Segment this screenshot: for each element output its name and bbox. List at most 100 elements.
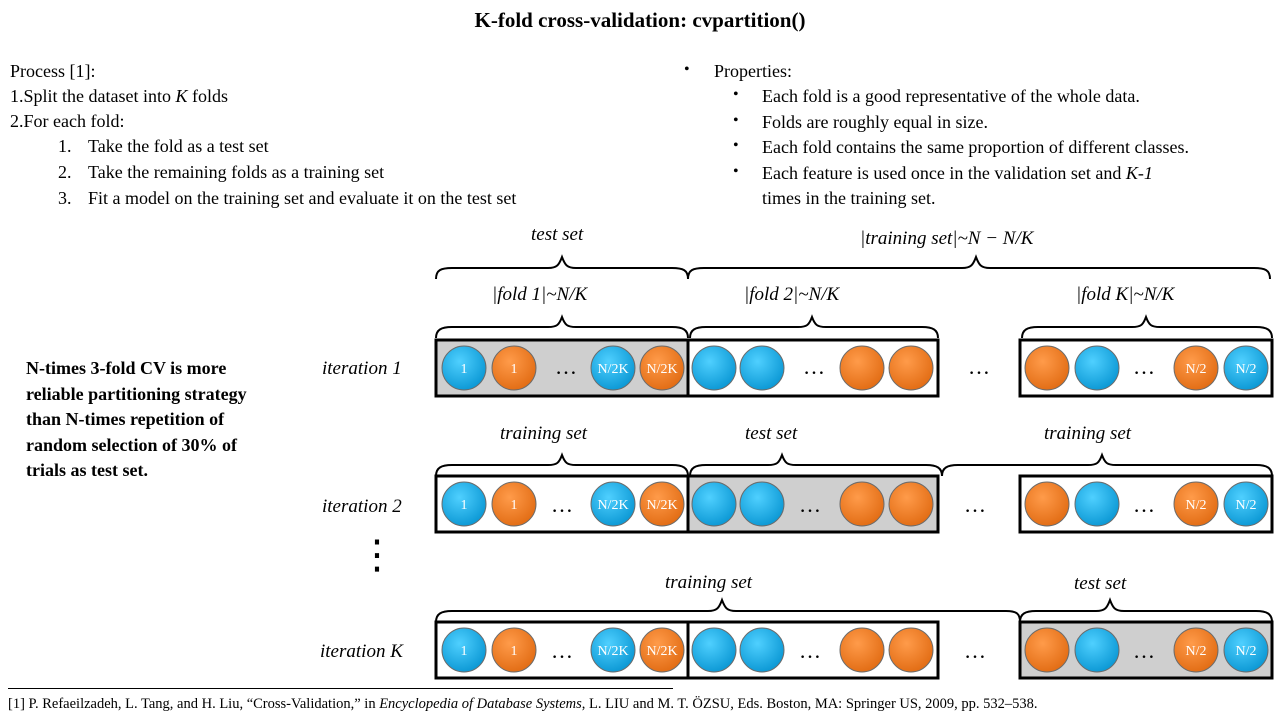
iter2-ellipsis-4: …: [1133, 492, 1155, 517]
reference-part1: [1] P. Refaeilzadeh, L. Tang, and H. Liu…: [8, 696, 380, 712]
iterk-ellipsis-4: …: [1133, 638, 1155, 663]
blue-ball-r3-3: [590, 627, 636, 673]
property-bullet-1: •: [733, 86, 739, 103]
iterk-ellipsis-3: …: [964, 638, 986, 663]
iter1-ellipsis-1: …: [555, 354, 577, 379]
blue-ball-r1-5: [691, 345, 737, 391]
orange-ball-r1-4: [639, 345, 685, 391]
iterk-label-test: test set: [1074, 573, 1127, 594]
brace-iter2-train-left: [435, 452, 689, 477]
ball-label-r2-1: 1: [461, 498, 468, 513]
orange-ball-r2-9: [1024, 481, 1070, 527]
iter2-ellipsis-1: …: [551, 492, 573, 517]
process-step-1: 1.Split the dataset into K folds: [10, 84, 228, 108]
substep-text-3: Fit a model on the training set and eval…: [88, 188, 517, 208]
substep-num-2: 2.: [58, 162, 72, 182]
iteration-1-label: iteration 1: [322, 358, 402, 379]
blue-ball-r3-1: [441, 627, 487, 673]
ball-label-r2-3: N/2K: [597, 498, 628, 513]
iter2-ellipsis-3: …: [964, 492, 986, 517]
property-4-k: K-1: [1125, 163, 1153, 183]
ball-label-r2-11: N/2: [1186, 498, 1207, 513]
ball-label-r2-4: N/2K: [646, 498, 677, 513]
properties-heading: Properties:: [714, 61, 792, 81]
orange-ball-r1-11: [1173, 345, 1219, 391]
property-4-part1: Each feature is used once in the validat…: [762, 163, 1126, 183]
orange-ball-r2-7: [839, 481, 885, 527]
orange-ball-r3-11: [1173, 627, 1219, 673]
iteration-k-label: iteration K: [320, 641, 404, 662]
brace-fold-k: [1021, 314, 1273, 339]
process-step-2: 2.For each fold:: [10, 111, 125, 131]
property-item-2: Folds are roughly equal in size.: [762, 112, 988, 132]
reference-part2: , L. LIU and M. T. ÖZSU, Eds. Boston, MA…: [581, 696, 1038, 712]
orange-ball-r1-8: [888, 345, 934, 391]
top-test-label: test set: [531, 224, 584, 245]
orange-ball-r3-2: [491, 627, 537, 673]
iter1-ellipsis-2: …: [803, 354, 825, 379]
brace-iterk-test: [1019, 597, 1273, 623]
brace-fold-2: [689, 314, 939, 339]
ball-label-r1-1: 1: [461, 362, 468, 377]
blue-ball-r2-3: [590, 481, 636, 527]
blue-ball-r2-12: [1223, 481, 1269, 527]
properties-bullet: •: [684, 61, 690, 78]
ball-label-r1-2: 1: [511, 362, 518, 377]
reference-divider: [8, 688, 673, 689]
top-train-label: |training set|~N − N/K: [860, 228, 1035, 249]
property-item-4: Each feature is used once in the validat…: [762, 161, 1153, 185]
step1-suffix: folds: [187, 86, 228, 106]
ball-label-r2-2: 1: [511, 498, 518, 513]
blue-ball-r3-12: [1223, 627, 1269, 673]
orange-ball-r3-8: [888, 627, 934, 673]
orange-ball-r2-2: [491, 481, 537, 527]
orange-ball-r1-2: [491, 345, 537, 391]
ball-label-r3-4: N/2K: [646, 644, 677, 659]
blue-ball-r1-6: [739, 345, 785, 391]
iterk-label-train: training set: [665, 572, 753, 593]
iter2-label-train-right: training set: [1044, 423, 1132, 444]
ball-label-r3-3: N/2K: [597, 644, 628, 659]
blue-ball-r2-6: [739, 481, 785, 527]
reference-journal: Encyclopedia of Database Systems: [379, 696, 582, 712]
reference: [1] P. Refaeilzadeh, L. Tang, and H. Liu…: [8, 696, 1038, 713]
ball-label-r3-1: 1: [461, 644, 468, 659]
blue-ball-r2-1: [441, 481, 487, 527]
ball-label-r1-12: N/2: [1236, 362, 1257, 377]
brace-training-set: [687, 254, 1271, 280]
orange-ball-r1-7: [839, 345, 885, 391]
iter2-ellipsis-2: …: [799, 492, 821, 517]
ball-label-r3-12: N/2: [1236, 644, 1257, 659]
vertical-ellipsis: ⋮: [357, 532, 397, 578]
blue-ball-r2-10: [1074, 481, 1120, 527]
orange-ball-r2-11: [1173, 481, 1219, 527]
step1-k: K: [175, 86, 188, 106]
property-bullet-3: •: [733, 137, 739, 154]
orange-ball-r2-8: [888, 481, 934, 527]
ball-label-r2-12: N/2: [1236, 498, 1257, 513]
substep-text-2: Take the remaining folds as a training s…: [88, 162, 385, 182]
page-title: K-fold cross-validation: cvpartition(): [474, 8, 806, 32]
orange-ball-r1-9: [1024, 345, 1070, 391]
blue-ball-r3-10: [1074, 627, 1120, 673]
iterk-ellipsis-2: …: [799, 638, 821, 663]
blue-ball-r1-3: [590, 345, 636, 391]
fold-1-label: |fold 1|~N/K: [492, 284, 588, 305]
orange-ball-r3-7: [839, 627, 885, 673]
iteration-2-label: iteration 2: [322, 496, 402, 517]
cv-note: N-times 3-fold CV is more reliable parti…: [26, 358, 247, 480]
orange-ball-r2-4: [639, 481, 685, 527]
property-bullet-2: •: [733, 112, 739, 129]
orange-ball-r3-4: [639, 627, 685, 673]
iter2-label-train-left: training set: [500, 423, 588, 444]
step1-prefix: 1.Split the dataset into: [10, 86, 176, 106]
brace-iterk-train: [435, 597, 1021, 623]
blue-ball-r3-6: [739, 627, 785, 673]
iter1-ellipsis-3: …: [968, 354, 990, 379]
ball-label-r1-3: N/2K: [597, 362, 628, 377]
brace-iter2-test: [689, 452, 943, 477]
ball-label-r3-2: 1: [511, 644, 518, 659]
ball-label-r3-11: N/2: [1186, 644, 1207, 659]
